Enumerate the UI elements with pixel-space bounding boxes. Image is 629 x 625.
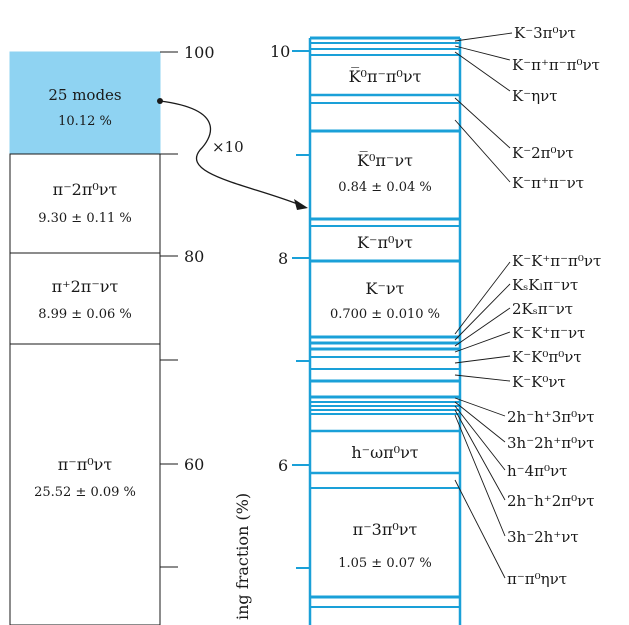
- right-scale: 10 8 6: [270, 42, 310, 569]
- side-label: KₛKₗπ⁻ντ: [512, 276, 578, 294]
- zoom-arrow-head: [294, 199, 308, 210]
- right-box-value: 1.05 ± 0.07 %: [338, 556, 432, 571]
- side-label: 2h⁻h⁺3π⁰ντ: [507, 408, 595, 426]
- left-tick-label: 100: [184, 43, 215, 62]
- right-box-mode: K⁻ντ: [366, 279, 405, 298]
- side-label: K⁻K⁰ντ: [512, 373, 566, 391]
- zoom-label: ×10: [212, 138, 244, 156]
- left-box-25-modes: [9, 51, 161, 155]
- side-label: K⁻K⁰π⁰ντ: [512, 348, 582, 366]
- right-tick-label: 10: [270, 42, 290, 61]
- side-label: K⁻ηντ: [512, 87, 558, 105]
- side-label: K⁻K⁺π⁻π⁰ντ: [512, 252, 601, 270]
- right-box-mode: h⁻ωπ⁰ντ: [351, 443, 418, 462]
- right-column: [308, 36, 462, 625]
- side-label: π⁻π⁰ηντ: [507, 570, 567, 588]
- right-box-mode: K̅⁰π⁻ντ: [357, 150, 413, 170]
- left-box-mode: π⁻π⁰ντ: [58, 455, 113, 474]
- left-scale: 100 80 60: [160, 43, 215, 568]
- right-tick-label: 6: [278, 456, 288, 475]
- left-box-value: 10.12 %: [58, 114, 112, 129]
- side-label: K⁻K⁺π⁻ντ: [512, 324, 585, 342]
- right-box-mode: π⁻3π⁰ντ: [353, 520, 418, 539]
- side-label: h⁻4π⁰ντ: [507, 462, 567, 480]
- right-tick-label: 8: [278, 249, 288, 268]
- side-label: K⁻3π⁰ντ: [514, 24, 576, 42]
- leader-lines: [454, 32, 513, 579]
- side-label: 2h⁻h⁺2π⁰ντ: [507, 492, 595, 510]
- left-box-mode: π⁻2π⁰ντ: [53, 180, 118, 199]
- left-box-value: 25.52 ± 0.09 %: [34, 485, 136, 500]
- zoom-arrow: [159, 100, 301, 206]
- left-tick-label: 60: [184, 455, 204, 474]
- right-box-value: 0.700 ± 0.010 %: [330, 307, 440, 322]
- right-box-mode: K̅⁰π⁻π⁰ντ: [349, 66, 422, 86]
- left-box-value: 9.30 ± 0.11 %: [38, 211, 132, 226]
- right-box-mode: K⁻π⁰ντ: [357, 233, 413, 252]
- left-column-frame: [9, 153, 161, 625]
- side-label: 3h⁻2h⁺π⁰ντ: [507, 434, 595, 452]
- left-box-value: 8.99 ± 0.06 %: [38, 307, 132, 322]
- left-tick-label: 80: [184, 247, 204, 266]
- left-box-mode: 25 modes: [48, 86, 121, 104]
- right-box-value: 0.84 ± 0.04 %: [338, 180, 432, 195]
- axis-label: ing fraction (%): [233, 493, 252, 620]
- side-label: K⁻π⁺π⁻ντ: [512, 174, 584, 192]
- side-label: 2Kₛπ⁻ντ: [512, 300, 573, 318]
- left-box-mode: π⁺2π⁻ντ: [52, 277, 119, 296]
- side-label: 3h⁻2h⁺ντ: [507, 528, 579, 546]
- side-labels: K⁻3π⁰ντ K⁻π⁺π⁻π⁰ντ K⁻ηντ K⁻2π⁰ντ K⁻π⁺π⁻ν…: [507, 24, 601, 588]
- side-label: K⁻π⁺π⁻π⁰ντ: [512, 56, 600, 74]
- side-label: K⁻2π⁰ντ: [512, 144, 574, 162]
